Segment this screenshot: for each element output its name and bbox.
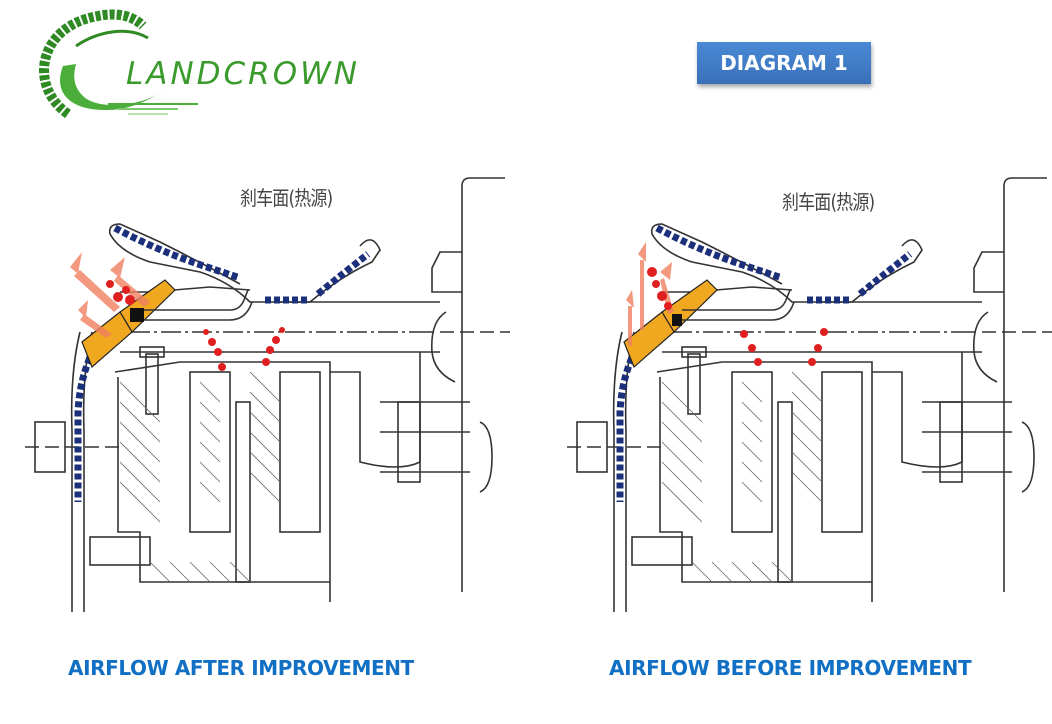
caption-after-improvement: AIRFLOW AFTER IMPROVEMENT	[68, 656, 414, 680]
brake-cross-section-after	[25, 177, 510, 612]
brake-surface-annotation: 刹车面(热源)	[240, 186, 333, 210]
landcrown-logo: LANDCROWN	[28, 6, 358, 124]
airflow-arrows	[70, 252, 150, 338]
logo-emblem-icon	[39, 9, 198, 119]
brake-surface-annotation: 刹车面(热源)	[782, 190, 875, 214]
brake-cross-section-before	[567, 177, 1052, 612]
diagram-after-improvement: 刹车面(热源)	[0, 172, 510, 612]
heat-marks	[647, 267, 828, 366]
caption-before-improvement: AIRFLOW BEFORE IMPROVEMENT	[609, 656, 972, 680]
diagram-before-improvement: 刹车面(热源)	[542, 172, 1052, 612]
diagram-badge: DIAGRAM 1	[697, 42, 871, 84]
logo-brand-name: LANDCROWN	[126, 56, 360, 92]
heat-marks	[106, 280, 285, 371]
